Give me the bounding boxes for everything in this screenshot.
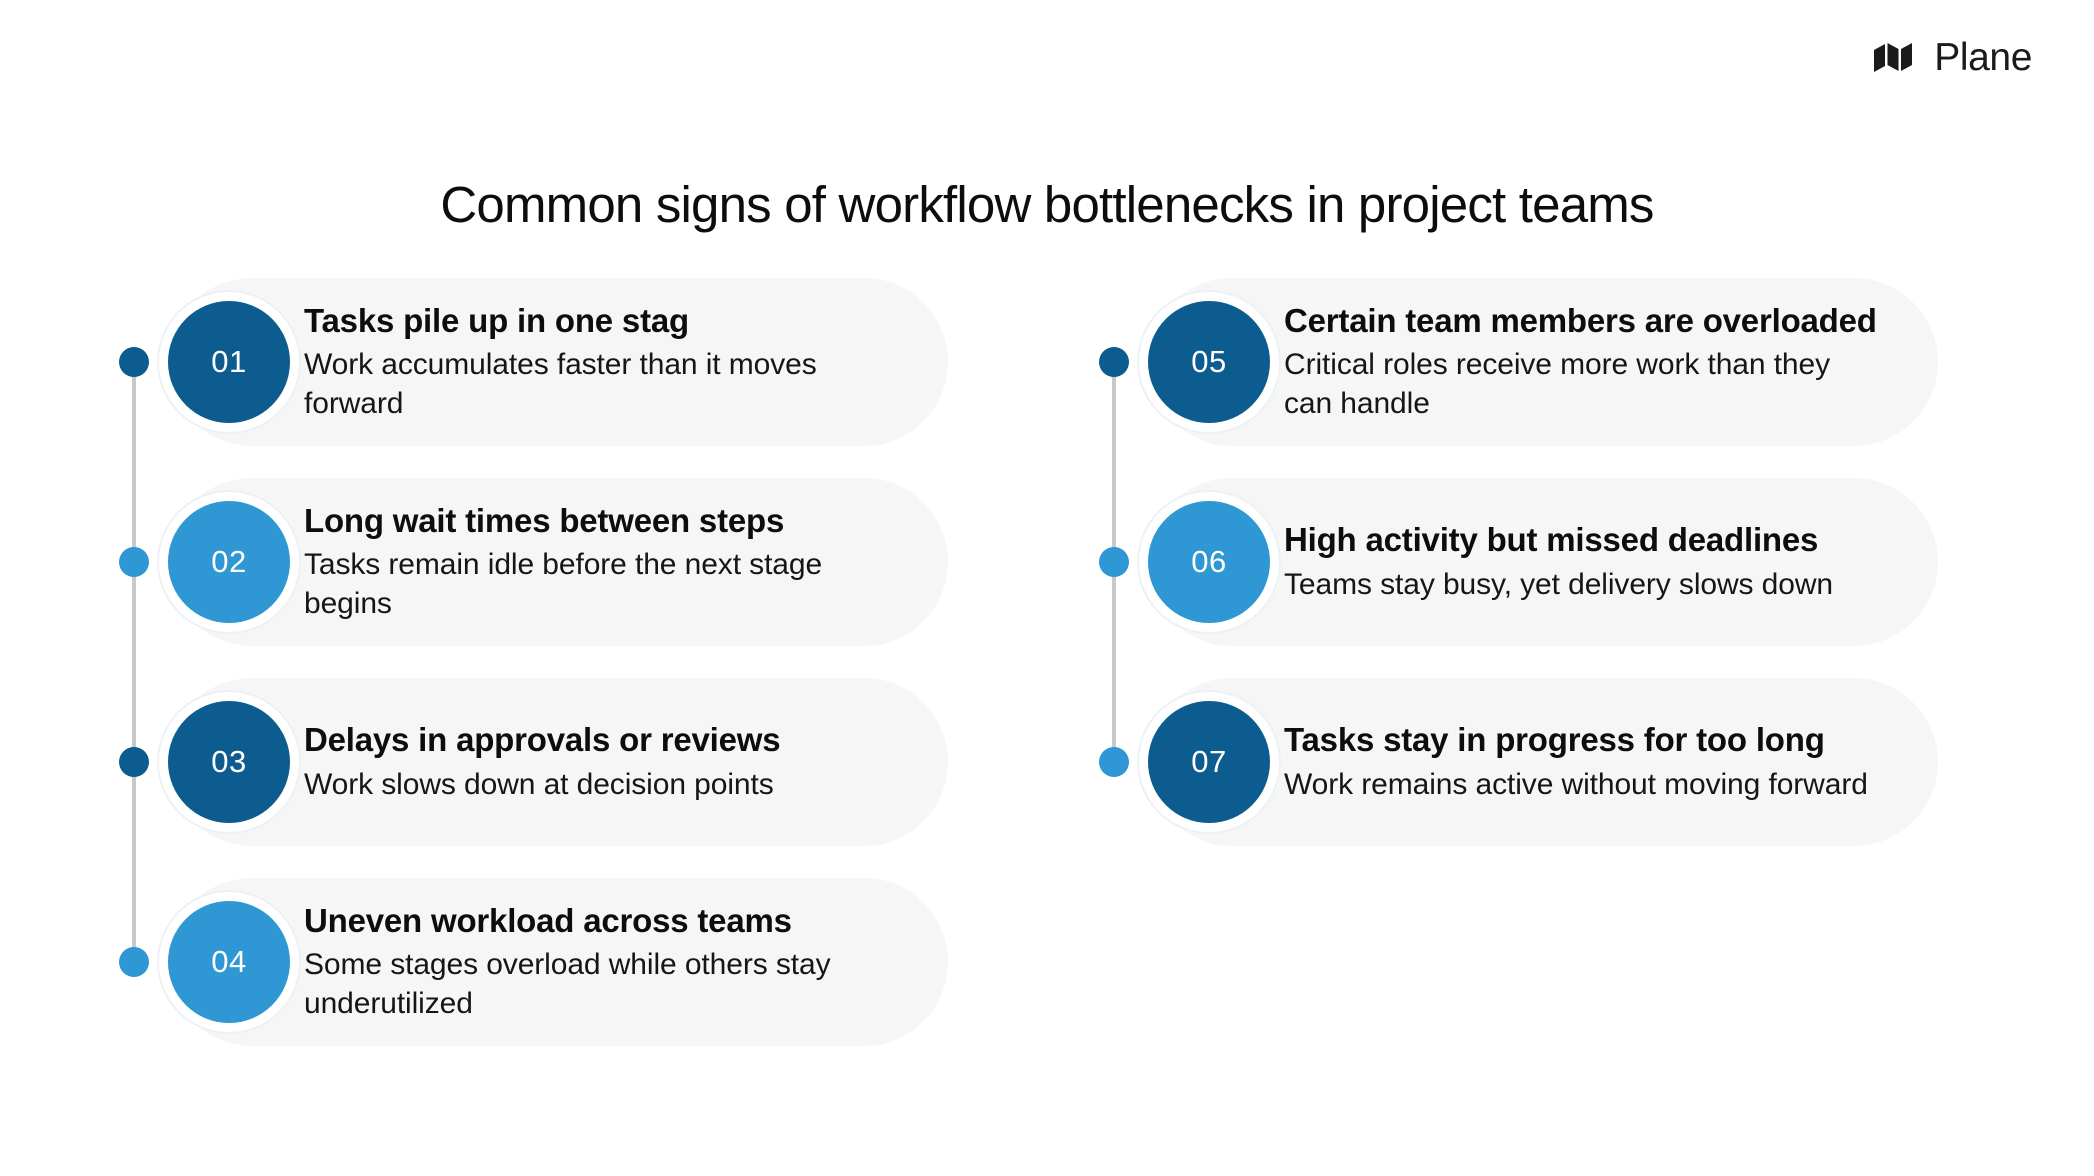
plane-logo-icon [1874,42,1913,72]
item-number: 04 [211,944,247,979]
item-title: Delays in approvals or reviews [304,721,781,759]
item-number: 07 [1191,744,1227,779]
item-card[interactable]: Tasks pile up in one stag Work accumulat… [168,278,948,446]
item-description: Some stages overload while others stay u… [304,948,831,1021]
list-item[interactable]: Long wait times between steps Tasks rema… [110,462,980,662]
list-item[interactable]: Tasks stay in progress for too long Work… [1090,662,1970,862]
rail-dot [119,547,149,577]
item-number-badge: 06 [1148,501,1270,623]
item-card[interactable]: Long wait times between steps Tasks rema… [168,478,948,646]
item-card[interactable]: Tasks stay in progress for too long Work… [1148,678,1938,846]
item-card[interactable]: Delays in approvals or reviews Work slow… [168,678,948,846]
item-number: 03 [211,744,247,779]
item-text: High activity but missed deadlines Teams… [1284,520,1833,603]
item-text: Tasks stay in progress for too long Work… [1284,720,1868,803]
item-card[interactable]: Uneven workload across teams Some stages… [168,878,948,1046]
item-title: Certain team members are overloaded [1284,301,1877,339]
item-text: Certain team members are overloaded Crit… [1284,301,1882,423]
rail-dot [119,347,149,377]
item-text: Long wait times between steps Tasks rema… [304,501,892,623]
left-column: Tasks pile up in one stag Work accumulat… [110,262,980,1062]
list-item[interactable]: Delays in approvals or reviews Work slow… [110,662,980,862]
item-description: Critical roles receive more work than th… [1284,348,1830,421]
item-number: 02 [211,544,247,579]
right-column: Certain team members are overloaded Crit… [1090,262,1970,862]
item-number-badge: 05 [1148,301,1270,423]
item-title: High activity but missed deadlines [1284,521,1819,559]
list-item[interactable]: Uneven workload across teams Some stages… [110,862,980,1062]
item-title: Tasks pile up in one stag [304,301,689,339]
page-title: Common signs of workflow bottlenecks in … [440,176,1654,234]
item-number: 05 [1191,344,1227,379]
item-description: Tasks remain idle before the next stage … [304,548,823,621]
item-number-badge: 07 [1148,701,1270,823]
rail-dot [1099,547,1129,577]
item-description: Work accumulates faster than it moves fo… [304,348,817,421]
item-number-badge: 02 [168,501,290,623]
list-item[interactable]: High activity but missed deadlines Teams… [1090,462,1970,662]
item-card[interactable]: Certain team members are overloaded Crit… [1148,278,1938,446]
item-number-badge: 03 [168,701,290,823]
item-title: Tasks stay in progress for too long [1284,721,1825,759]
rail-dot [119,747,149,777]
item-title: Long wait times between steps [304,501,785,539]
item-title: Uneven workload across teams [304,901,792,939]
rail-dot [119,947,149,977]
item-number: 06 [1191,544,1227,579]
left-rail-line [132,362,136,962]
brand-name: Plane [1934,36,2032,79]
brand-logo: Plane [1874,38,2032,77]
infographic-columns: Tasks pile up in one stag Work accumulat… [0,262,2094,1082]
list-item[interactable]: Tasks pile up in one stag Work accumulat… [110,262,980,462]
item-text: Tasks pile up in one stag Work accumulat… [304,301,892,423]
item-description: Work remains active without moving forwa… [1284,767,1868,801]
item-card[interactable]: High activity but missed deadlines Teams… [1148,478,1938,646]
item-number-badge: 04 [168,901,290,1023]
list-item[interactable]: Certain team members are overloaded Crit… [1090,262,1970,462]
item-number-badge: 01 [168,301,290,423]
rail-dot [1099,747,1129,777]
item-text: Delays in approvals or reviews Work slow… [304,720,781,803]
item-description: Work slows down at decision points [304,767,774,801]
rail-dot [1099,347,1129,377]
item-description: Teams stay busy, yet delivery slows down [1284,567,1833,601]
item-text: Uneven workload across teams Some stages… [304,901,892,1023]
item-number: 01 [211,344,247,379]
